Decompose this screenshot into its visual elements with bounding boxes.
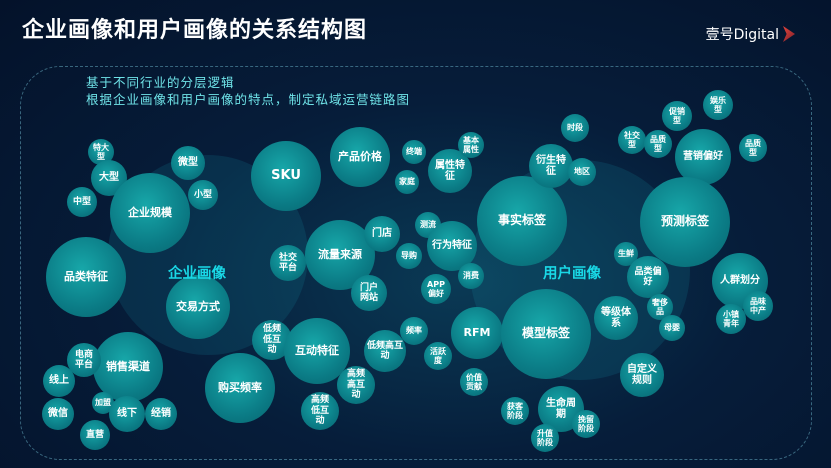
brand-mark-icon xyxy=(783,26,795,42)
bubble-node: 母婴 xyxy=(659,315,685,341)
bubble-node: 高频 低互 动 xyxy=(301,392,339,430)
bubble-node: 线上 xyxy=(43,365,75,397)
bubble-node: 品类特征 xyxy=(46,237,126,317)
bubble-node: 消费 xyxy=(458,263,484,289)
bubble-node: 地区 xyxy=(568,158,596,186)
bubble-node: 小型 xyxy=(188,180,218,210)
bubble-node: 微型 xyxy=(171,146,205,180)
bubble-node: 交易方式 xyxy=(166,275,230,339)
bubble-node: 自定义 规则 xyxy=(620,353,664,397)
bubble-node: 社交 平台 xyxy=(270,245,306,281)
bubble-node: SKU xyxy=(251,141,321,211)
enterprise-group-label: 企业画像 xyxy=(168,266,226,282)
bubble-node: 产品价格 xyxy=(330,127,390,187)
bubble-node: 品质 型 xyxy=(644,130,672,158)
bubble-node: 娱乐 型 xyxy=(703,90,733,120)
bubble-node: 销售渠道 xyxy=(93,332,163,402)
bubble-node: 模型标签 xyxy=(501,289,591,379)
bubble-node: 互动特征 xyxy=(284,318,350,384)
diagram-frame xyxy=(20,66,812,460)
bubble-node: 品类偏 好 xyxy=(627,256,669,298)
brand-logo: 壹号Digital xyxy=(706,24,795,44)
bubble-node: 预测标签 xyxy=(640,177,730,267)
bubble-node: 营销偏好 xyxy=(675,129,731,185)
subtitle-line-2: 根据企业画像和用户画像的特点，制定私域运营链路图 xyxy=(86,92,411,107)
bubble-node: 企业规模 xyxy=(110,173,190,253)
bubble-node: 中型 xyxy=(67,187,97,217)
bubble-node: 时段 xyxy=(561,114,589,142)
bubble-node: 价值 贡献 xyxy=(460,368,488,396)
bubble-node: 微信 xyxy=(42,398,74,430)
subtitle-line-1: 基于不同行业的分层逻辑 xyxy=(86,75,235,90)
bubble-node: 电商 平台 xyxy=(67,343,101,377)
bubble-node: 导购 xyxy=(396,243,422,269)
bubble-node: 升值 阶段 xyxy=(531,424,559,452)
bubble-node: 频率 xyxy=(400,317,428,345)
page-title: 企业画像和用户画像的关系结构图 xyxy=(22,18,368,43)
bubble-node: 家庭 xyxy=(395,170,419,194)
bubble-node: 衍生特 征 xyxy=(529,144,573,188)
bubble-node: 终端 xyxy=(402,140,426,164)
bubble-node: 加盟 xyxy=(92,392,114,414)
bubble-node: 挽留 阶段 xyxy=(572,410,600,438)
bubble-node: 品味 中产 xyxy=(743,291,773,321)
bubble-node: RFM xyxy=(451,307,503,359)
bubble-node: 经销 xyxy=(145,398,177,430)
bubble-node: 获客 阶段 xyxy=(501,397,529,425)
bubble-node: 门户 网站 xyxy=(351,275,387,311)
bubble-node: 等级体 系 xyxy=(594,296,638,340)
bubble-node: 事实标签 xyxy=(477,176,567,266)
subtitle: 基于不同行业的分层逻辑 根据企业画像和用户画像的特点，制定私域运营链路图 xyxy=(86,74,410,108)
bubble-node: 线下 xyxy=(109,396,145,432)
bubble-node: 基本 属性 xyxy=(458,132,484,158)
bubble-node: 活跃 度 xyxy=(424,342,452,370)
bubble-node: 促销 型 xyxy=(662,101,692,131)
bubble-node: 品质 型 xyxy=(739,134,767,162)
bubble-node: 直营 xyxy=(80,420,110,450)
bubble-node: 社交 型 xyxy=(618,126,646,154)
bubble-node: 低频高互 动 xyxy=(364,330,406,372)
bubble-node: 行为特征 xyxy=(427,221,477,271)
brand-name: 壹号Digital xyxy=(705,27,779,43)
bubble-node: APP 偏好 xyxy=(421,274,451,304)
bubble-node: 高频 高互 动 xyxy=(337,366,375,404)
bubble-node: 门店 xyxy=(364,216,400,252)
user-group-label: 用户画像 xyxy=(543,266,601,282)
bubble-node: 购买频率 xyxy=(205,353,275,423)
bubble-node: 小镇 青年 xyxy=(716,304,746,334)
